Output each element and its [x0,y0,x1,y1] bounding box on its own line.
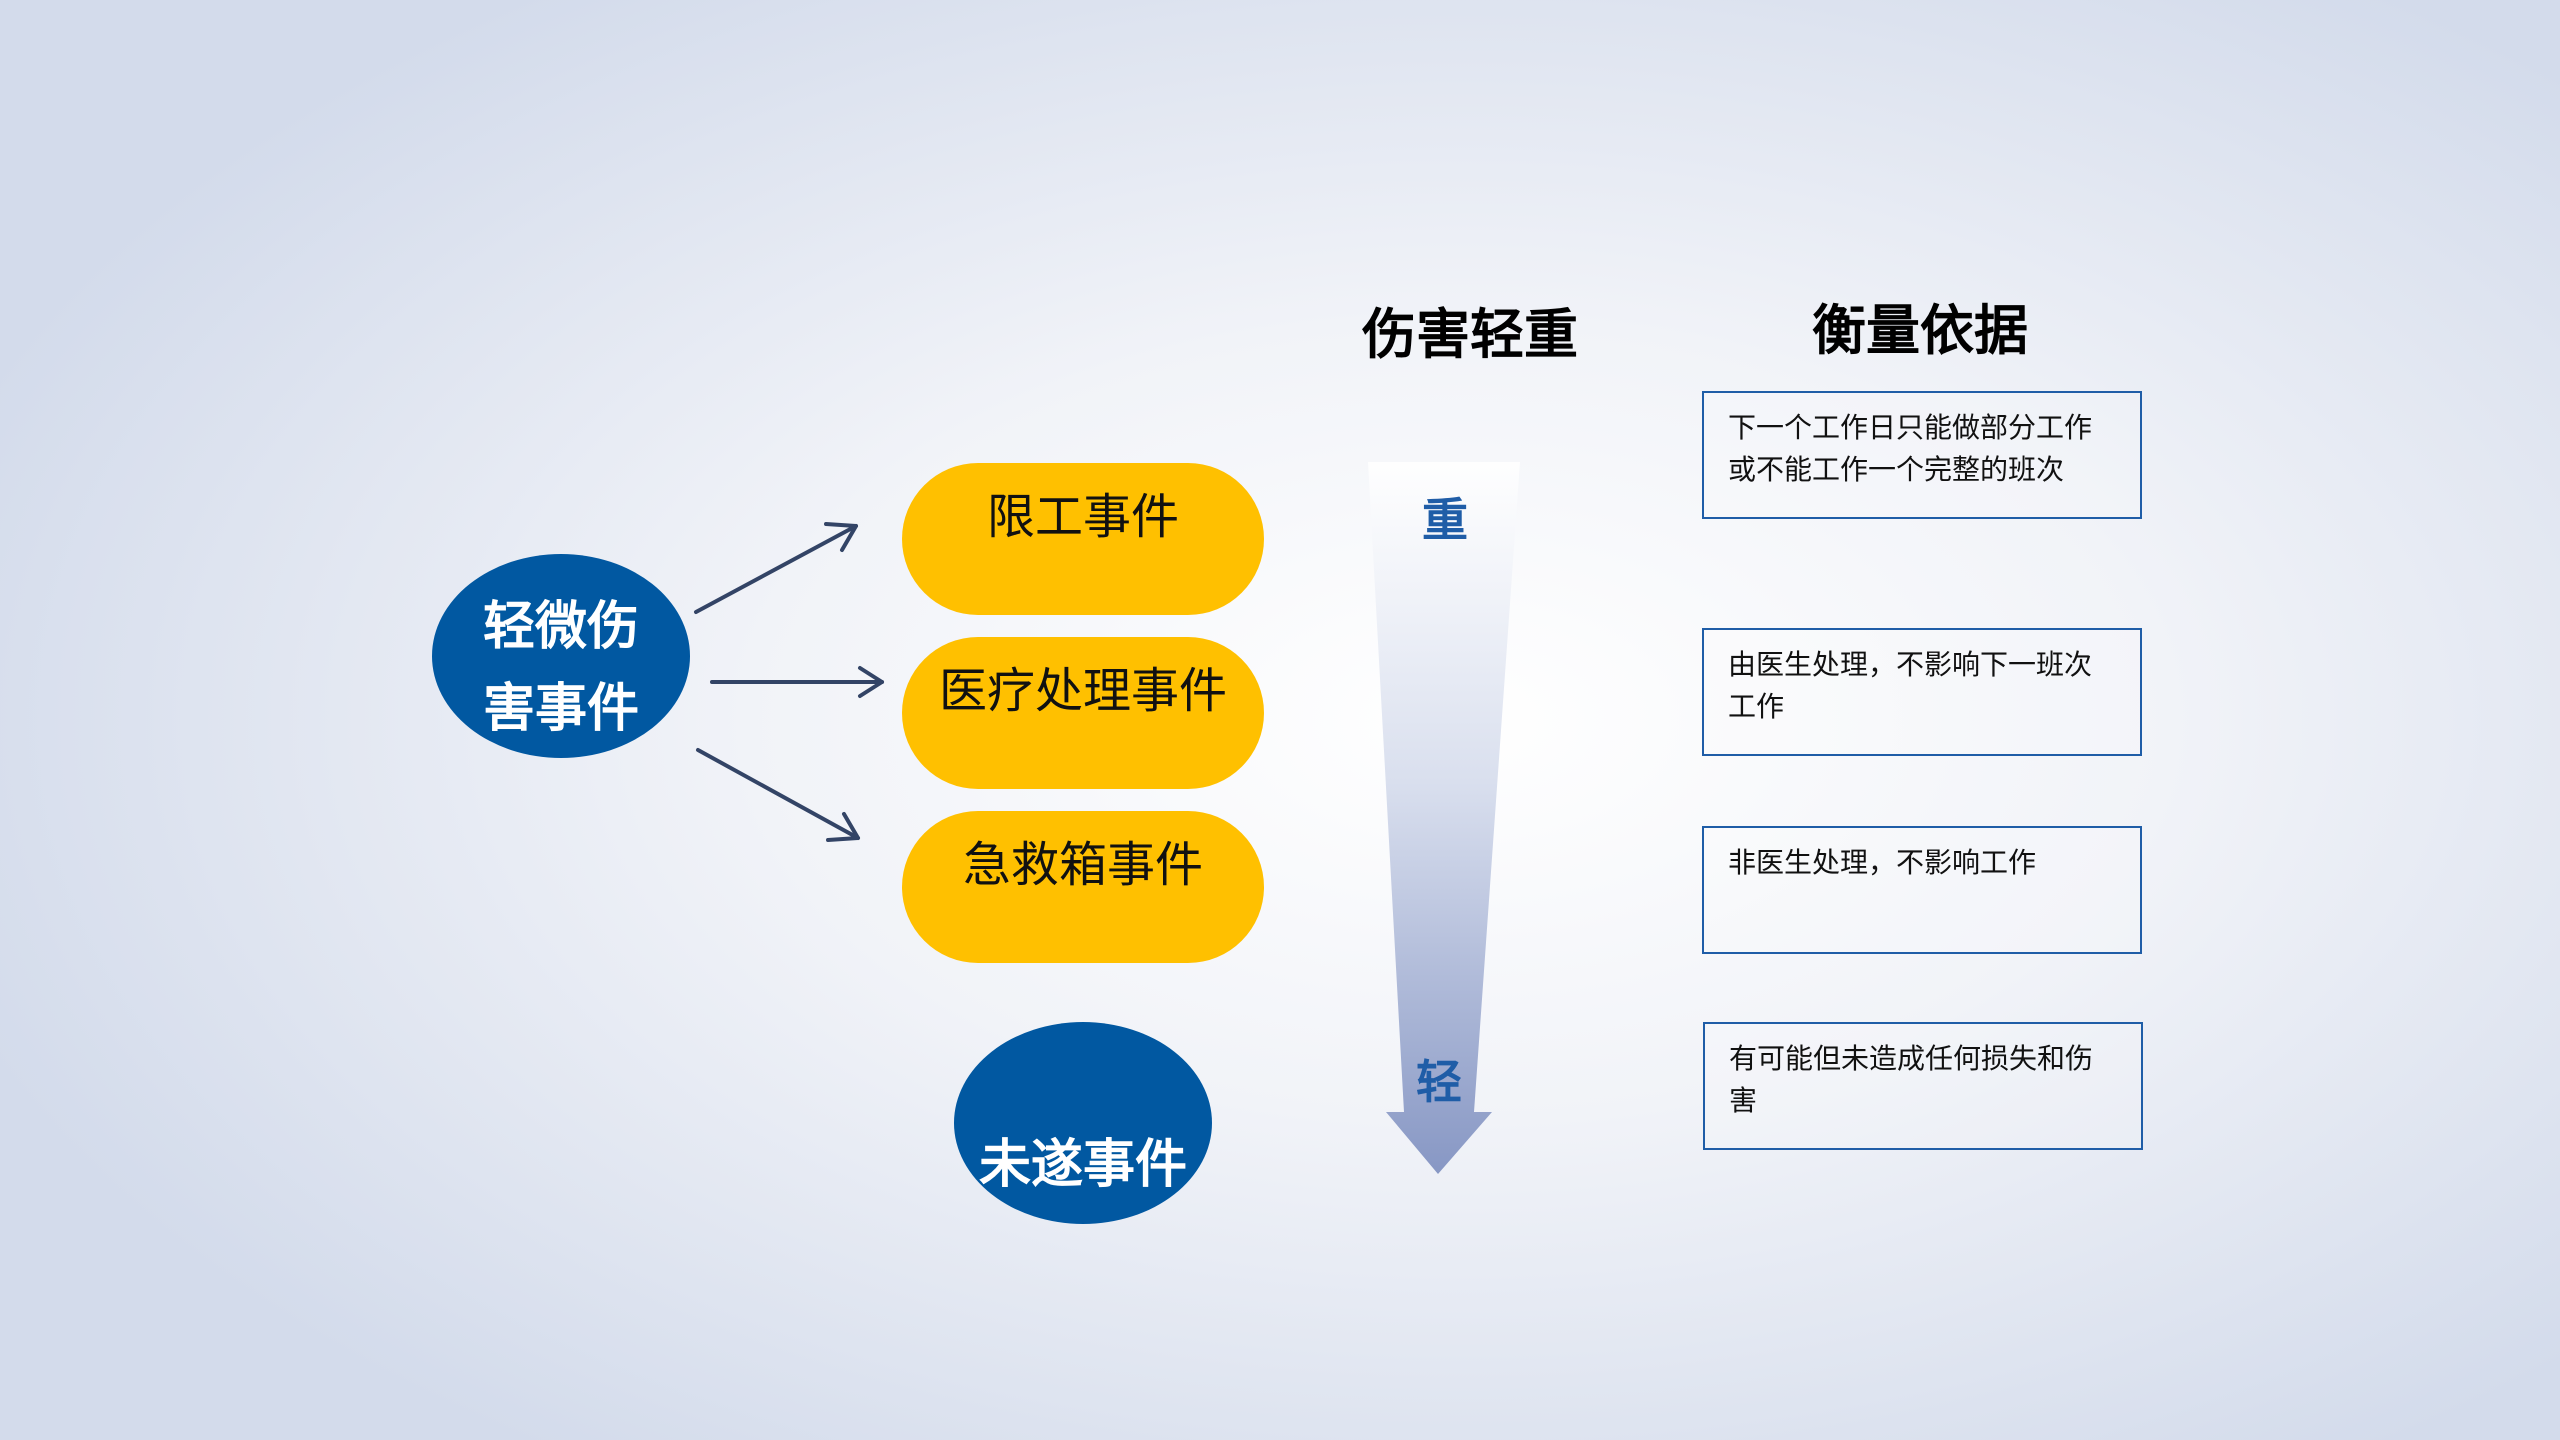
first-aid-event-label: 急救箱事件 [962,837,1203,893]
basis-box-first-aid: 非医生处理，不影响工作 [1702,826,2142,954]
restricted-work-event-node: 限工事件 [902,463,1264,615]
severity-column-title: 伤害轻重 [1362,303,1578,366]
medical-treatment-event-label: 医疗处理事件 [938,663,1227,719]
near-miss-event-node: 未遂事件 [954,1022,1212,1224]
minor-injury-event-label: 轻微伤害事件 [482,597,639,739]
severity-light-label: 轻 [1416,1055,1462,1109]
basis-column-title: 衡量依据 [1812,299,2028,362]
first-aid-event-node: 急救箱事件 [902,811,1264,963]
minor-injury-event-node: 轻微伤害事件 [432,554,690,758]
severity-heavy-label: 重 [1422,493,1468,547]
basis-text: 下一个工作日只能做部分工作或不能工作一个完整的班次 [1728,411,2093,486]
arrow-to-restricted-work [694,524,858,614]
restricted-work-event-label: 限工事件 [986,489,1179,545]
flow-arrows [694,522,884,842]
basis-text: 非医生处理，不影响工作 [1728,846,2037,879]
near-miss-event-label: 未遂事件 [978,1134,1187,1195]
basis-box-medical-treatment: 由医生处理，不影响下一班次工作 [1702,628,2142,756]
basis-box-restricted-work: 下一个工作日只能做部分工作或不能工作一个完整的班次 [1702,391,2142,519]
severity-arrow-icon [1368,462,1520,1174]
basis-text: 由医生处理，不影响下一班次工作 [1728,648,2093,723]
basis-text: 有可能但未造成任何损失和伤害 [1729,1042,2094,1117]
medical-treatment-event-node: 医疗处理事件 [902,637,1264,789]
arrow-to-first-aid [696,748,860,840]
basis-box-near-miss: 有可能但未造成任何损失和伤害 [1703,1022,2143,1150]
